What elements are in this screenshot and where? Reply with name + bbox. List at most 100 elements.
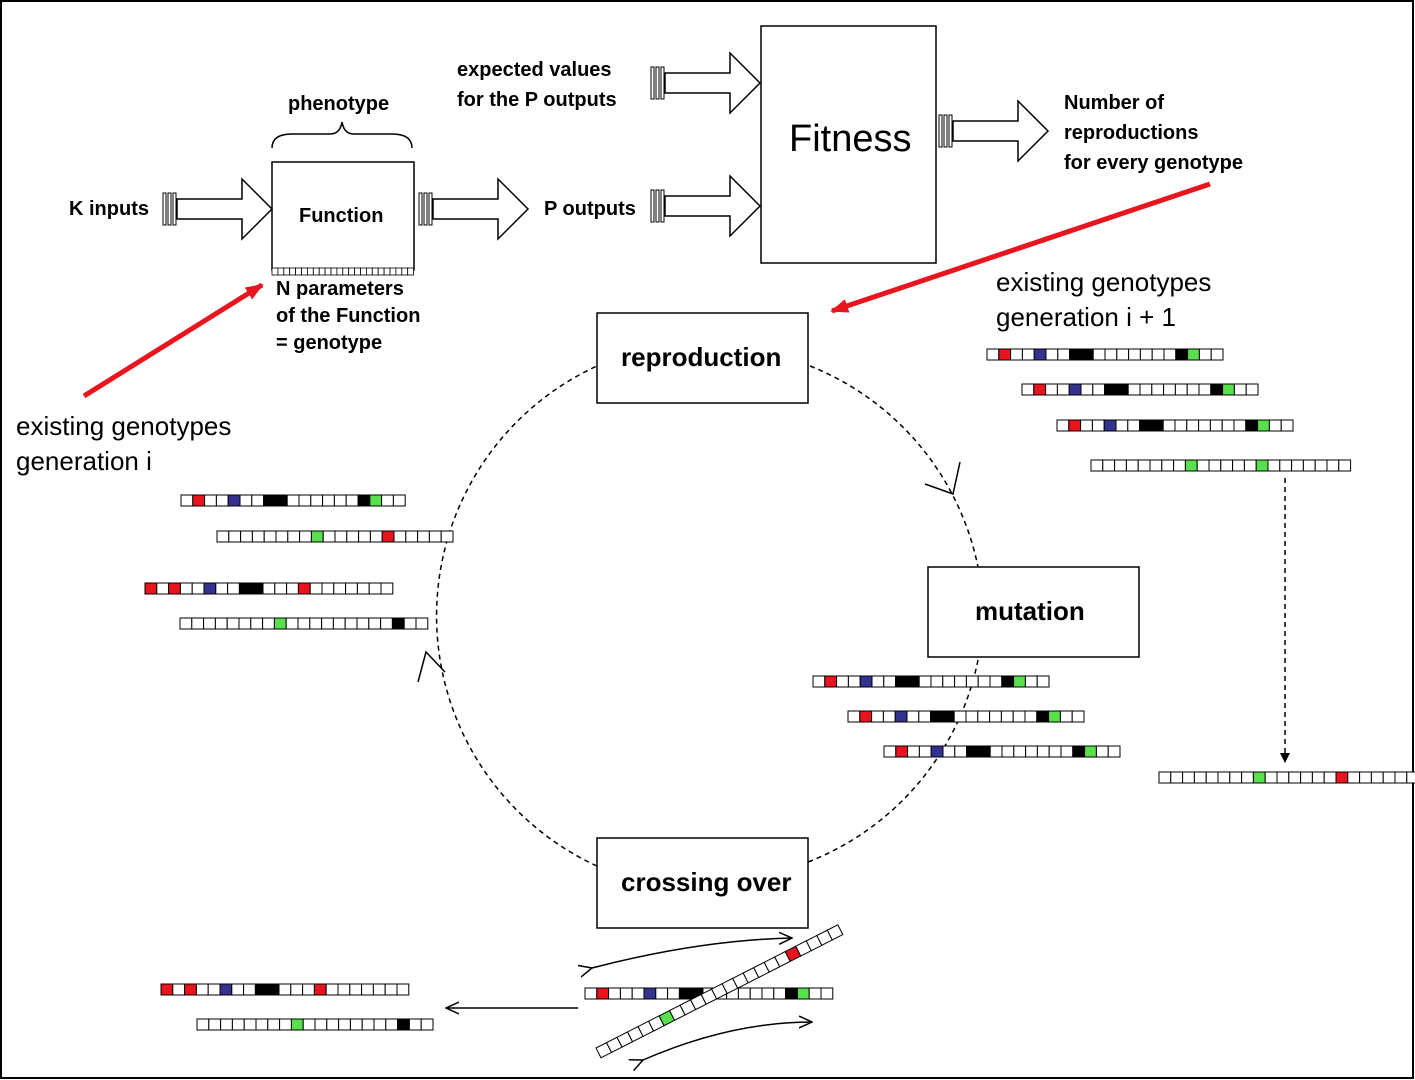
gene-cell [349, 983, 363, 996]
parameter-cell [301, 267, 308, 276]
gene-cell [1036, 710, 1050, 723]
gene-cell [239, 494, 253, 507]
gene-cell [1370, 771, 1384, 784]
gene-cell [882, 710, 896, 723]
bus-mark [660, 66, 665, 100]
gene-cell [1196, 459, 1210, 472]
gene-cell [216, 530, 230, 543]
gene-cell [1280, 419, 1294, 432]
parameter-cell [348, 267, 356, 276]
gene-cell [643, 987, 657, 1000]
gene-cell [1326, 459, 1340, 472]
gene-cell [812, 675, 826, 688]
gene-cell [1276, 771, 1290, 784]
gene-cell [203, 582, 217, 595]
gene-cell [977, 675, 991, 688]
gene-cell [266, 983, 280, 996]
gene-cell [310, 530, 324, 543]
gene-cell [227, 494, 241, 507]
gene-cell [337, 983, 351, 996]
gene-cell [160, 983, 174, 996]
gene-cell [1010, 348, 1023, 361]
gene-cell [420, 1018, 434, 1031]
gene-cell [220, 1018, 233, 1031]
gene-cell [309, 617, 323, 630]
gene-cell [1300, 771, 1313, 784]
genotype-generation-i1 [1021, 383, 1259, 396]
gene-cell [824, 675, 838, 688]
gene-cell [826, 924, 844, 941]
phenotype-brace [271, 121, 413, 149]
gene-cell [1036, 675, 1050, 688]
gene-cell [1033, 383, 1047, 396]
gene-cell [393, 530, 407, 543]
gene-cell [1001, 675, 1015, 688]
gene-cell [361, 983, 374, 996]
red-arrow-to-reproduction [830, 181, 1211, 314]
gene-cell [1205, 771, 1219, 784]
gene-cell [1279, 459, 1293, 472]
gene-cell [1209, 419, 1223, 432]
gene-cell [333, 582, 347, 595]
gene-cell [1175, 348, 1189, 361]
function-label: Function [299, 205, 384, 227]
gene-cell [1243, 459, 1257, 472]
parameter-cell [306, 267, 314, 276]
gene-cell [361, 1018, 375, 1031]
block-arrows [162, 51, 1050, 241]
gene-cell [285, 617, 299, 630]
gene-cell [396, 983, 410, 996]
gene-cell [243, 983, 256, 996]
gene-cell [273, 617, 287, 630]
gene-cell [871, 675, 885, 688]
gene-cell [219, 983, 233, 996]
gene-cell [215, 494, 229, 507]
gene-cell [1347, 771, 1361, 784]
gene-cell [1158, 771, 1172, 784]
gene-cell [1245, 419, 1259, 432]
gene-cell [231, 983, 245, 996]
parameter-cell [295, 267, 302, 276]
gene-cell [1302, 459, 1316, 472]
gene-cell [954, 675, 967, 688]
bus-mark [650, 66, 655, 100]
bus-mark [938, 114, 943, 148]
gene-cell [391, 617, 405, 630]
gene-cell [1173, 459, 1186, 472]
gene-cell [1162, 419, 1176, 432]
gene-cell [338, 1018, 351, 1031]
gene-cell [344, 617, 358, 630]
gene-cell [859, 710, 873, 723]
gene-cell [1233, 383, 1247, 396]
gene-cell [262, 617, 275, 630]
gene-cell [203, 617, 216, 630]
gene-cell [1170, 771, 1184, 784]
gene-cell [302, 1018, 316, 1031]
genotype-after-mutation [847, 710, 1085, 723]
genotype-crossing-diagonal [595, 924, 844, 1059]
gene-cell [1107, 745, 1121, 758]
gene-cell [322, 494, 335, 507]
gene-cell [1024, 710, 1038, 723]
gene-cell [1059, 710, 1073, 723]
fitness-output-arrow [952, 99, 1050, 163]
gene-cell [1056, 419, 1070, 432]
gene-cell [1198, 383, 1212, 396]
gene-cell [251, 494, 265, 507]
gene-cell [287, 530, 301, 543]
bus-mark [162, 192, 167, 226]
gene-cell [1288, 771, 1302, 784]
gene-cell [1208, 459, 1222, 472]
gene-cell [1045, 383, 1058, 396]
gene-cell [847, 710, 861, 723]
gene-cell [596, 987, 610, 1000]
parameter-cell [277, 267, 285, 276]
gene-cell [965, 710, 979, 723]
gene-cell [1090, 459, 1104, 472]
gene-cell [796, 987, 810, 1000]
gene-cell [1025, 745, 1038, 758]
parameter-cell [395, 267, 403, 276]
gene-cell [346, 530, 360, 543]
